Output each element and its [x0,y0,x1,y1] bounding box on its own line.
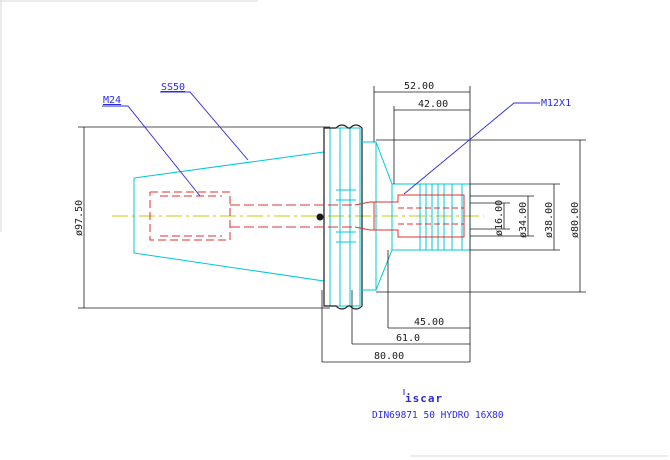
title-block: iscar DIN69871 50 HYDRO 16X80 [372,389,504,421]
leader-ss50 [160,91,249,161]
dim-text-dia-16: ø16.00 [494,200,505,236]
flange [323,127,361,307]
dimensions: 52.00 42.00 45.00 61.0 80.00 ø97.50 ø16.… [74,81,581,363]
internal-bore [149,191,465,241]
label-ss50: SS50 [161,82,185,93]
dim-text-dia-80: ø80.00 [570,202,581,238]
flange-outline [323,124,363,310]
dim-text-45: 45.00 [414,317,444,328]
dim-text-61: 61.0 [396,333,420,344]
leader-m24 [102,105,201,197]
dim-text-42: 42.00 [418,99,448,110]
leaders [102,91,540,197]
center-point [316,213,324,221]
logo-mark: iscar [405,392,443,405]
dim-text-dia-97: ø97.50 [74,200,85,236]
dim-text-52: 52.00 [404,81,434,92]
leader-m12x1 [403,102,540,195]
extension-lines [78,86,586,362]
dim-text-dia-38: ø38.00 [544,202,555,238]
dim-text-dia-34: ø34.00 [518,202,529,238]
label-m24: M24 [103,95,121,106]
title-caption: DIN69871 50 HYDRO 16X80 [372,410,504,421]
dim-text-80: 80.00 [374,351,404,362]
label-m12x1: M12X1 [541,98,571,109]
